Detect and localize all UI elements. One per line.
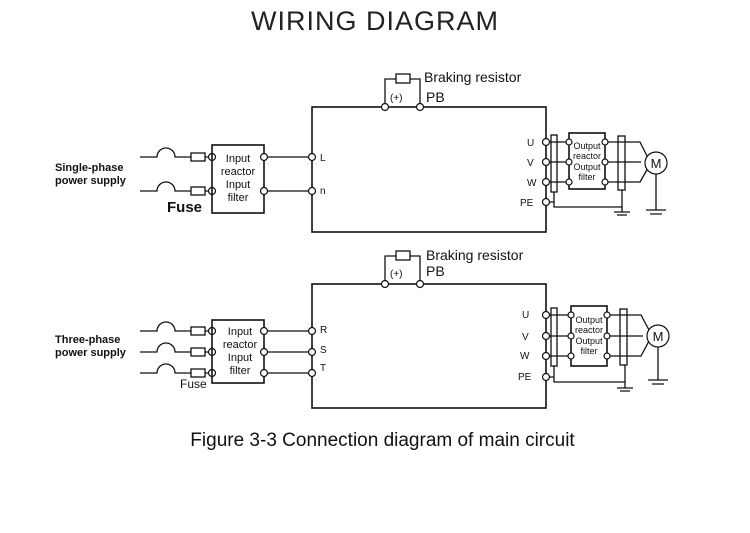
output-block-line4: filter	[578, 172, 595, 182]
figure-caption: Figure 3-3 Connection diagram of main ci…	[190, 430, 575, 451]
output-block-line3: Output	[573, 162, 601, 172]
braking-resistor	[380, 250, 425, 289]
motor-label: M	[653, 329, 664, 344]
ground-icon	[648, 347, 668, 385]
output-block-line1: Output	[573, 141, 601, 151]
braking-resistor	[380, 73, 425, 112]
output-block-line1: Output	[575, 315, 603, 325]
terminal-l: L	[320, 153, 326, 164]
ground-icon	[646, 174, 666, 215]
fuse-label: Fuse	[180, 377, 207, 391]
input-block	[211, 144, 265, 214]
braking-resistor-label: Braking resistor	[424, 69, 522, 85]
supply-line-n	[140, 181, 217, 196]
inverter-box	[311, 283, 547, 409]
input-block-line1: Input	[226, 153, 250, 165]
supply-line-l	[140, 147, 217, 162]
input-block-line4: filter	[228, 192, 249, 204]
supply-line-r	[140, 321, 217, 336]
supply-label-line2: power supply	[55, 175, 127, 187]
three-phase-diagram: Braking resistor (+) PB Three-phase powe…	[55, 247, 670, 409]
terminal-w: W	[527, 178, 537, 189]
terminal-w: W	[520, 351, 530, 362]
output-block-line2: reactor	[573, 151, 601, 161]
terminal-pe: PE	[520, 198, 534, 209]
plus-terminal-label: (+)	[390, 269, 403, 280]
supply-label-line1: Three-phase	[55, 334, 120, 346]
terminal-pe: PE	[518, 372, 532, 383]
single-phase-diagram: Braking resistor (+) PB Single-phase pow…	[55, 69, 668, 233]
input-block-line2: reactor	[221, 166, 256, 178]
pb-terminal-label: PB	[426, 89, 445, 105]
plus-terminal-label: (+)	[390, 93, 403, 104]
terminal-r: R	[320, 325, 327, 336]
terminal-u: U	[522, 310, 529, 321]
output-block-line4: filter	[580, 346, 597, 356]
input-block-line1: Input	[228, 326, 252, 338]
inverter-box	[311, 106, 547, 233]
input-block-line4: filter	[230, 365, 251, 377]
supply-line-t	[140, 363, 217, 378]
output-wiring	[541, 307, 625, 383]
motor-wiring	[610, 308, 650, 392]
terminal-u: U	[527, 138, 534, 149]
supply-label-line1: Single-phase	[55, 162, 123, 174]
input-block-line3: Input	[228, 352, 252, 364]
motor-wiring	[608, 135, 649, 216]
fuse-label: Fuse	[167, 199, 202, 216]
motor-label: M	[651, 156, 662, 171]
input-block-line2: reactor	[223, 339, 258, 351]
terminal-v: V	[527, 158, 534, 169]
output-block-line3: Output	[575, 336, 603, 346]
terminal-s: S	[320, 345, 327, 356]
pb-terminal-label: PB	[426, 263, 445, 279]
braking-resistor-label: Braking resistor	[426, 247, 524, 263]
input-block-line3: Input	[226, 179, 250, 191]
terminal-n: n	[320, 186, 326, 197]
terminal-v: V	[522, 332, 529, 343]
page-title: WIRING DIAGRAM	[251, 6, 499, 36]
terminal-t: T	[320, 363, 326, 374]
supply-label-line2: power supply	[55, 347, 127, 359]
output-block-line2: reactor	[575, 325, 603, 335]
supply-line-s	[140, 342, 217, 357]
